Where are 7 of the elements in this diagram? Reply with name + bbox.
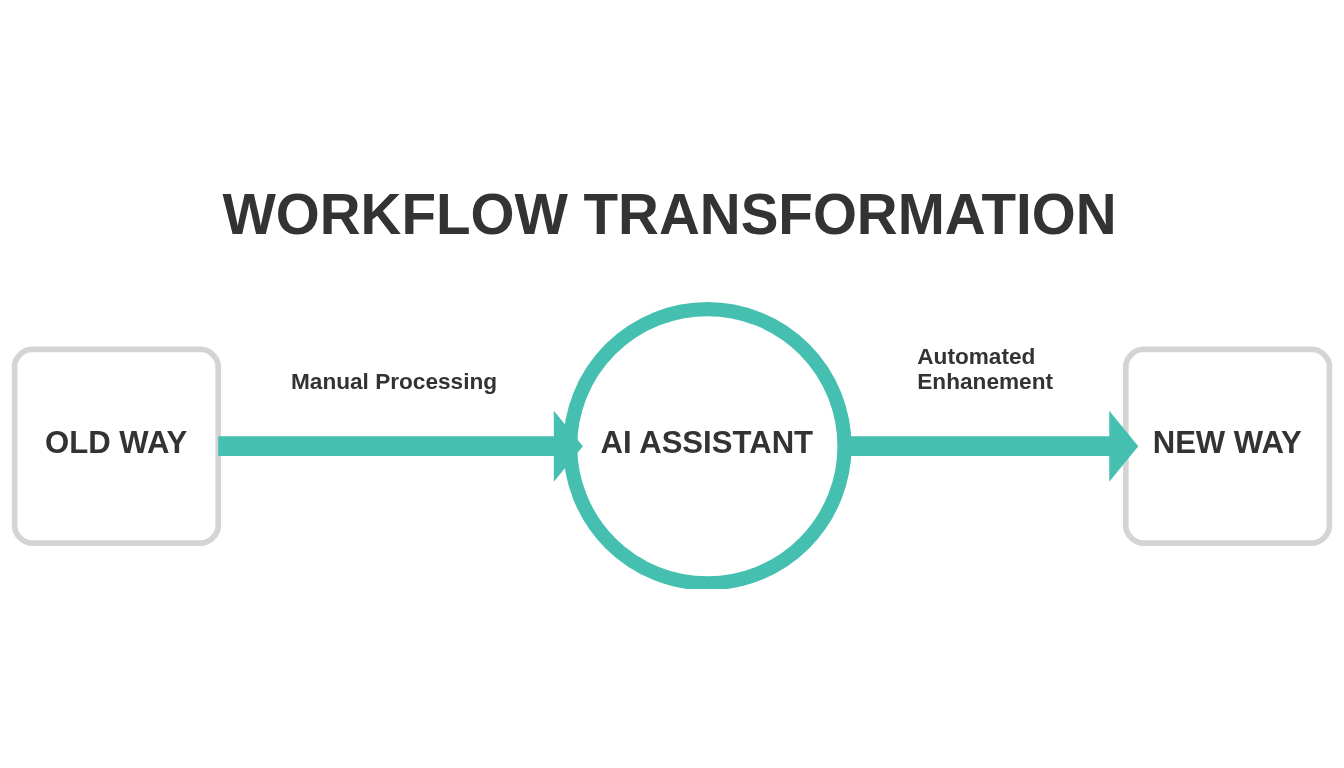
node-circle: AI ASSISTANT: [563, 302, 852, 589]
edge-label: Automated Enhanement: [917, 343, 1053, 395]
node-box: NEW WAY: [1123, 346, 1333, 546]
node-box: OLD WAY: [11, 346, 221, 546]
arrow: [218, 410, 583, 482]
edge-label: Manual Processing: [290, 369, 498, 395]
diagram-title: WORKFLOW TRANSFORMATION: [222, 183, 1117, 247]
